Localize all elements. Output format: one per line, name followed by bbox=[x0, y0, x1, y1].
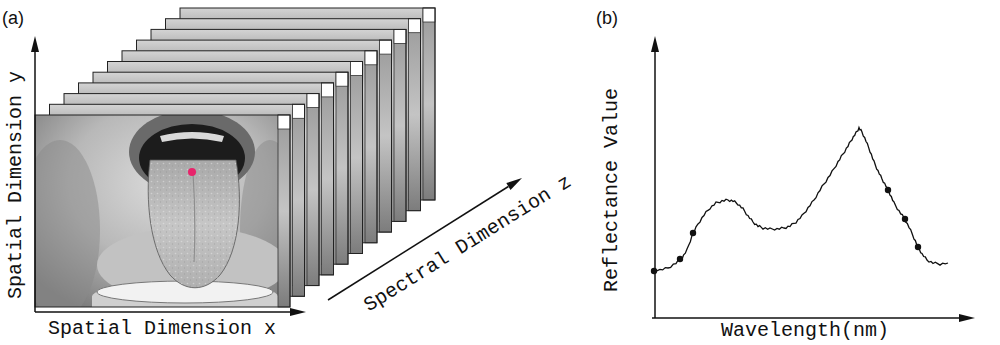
arrow-head bbox=[506, 178, 522, 190]
frame-strip bbox=[380, 40, 392, 232]
frame-strip-marker bbox=[336, 72, 348, 86]
frame-strip-marker bbox=[394, 29, 406, 43]
frame-strip bbox=[351, 62, 363, 254]
frame-strip-marker bbox=[409, 19, 421, 33]
frame-strip bbox=[336, 72, 348, 264]
frame-strip-marker bbox=[293, 104, 305, 118]
axes bbox=[31, 36, 522, 316]
arrow-head bbox=[31, 36, 39, 52]
axis-line bbox=[652, 317, 961, 319]
spectrum-line bbox=[652, 127, 948, 272]
teeth bbox=[160, 132, 224, 142]
frame-strip-marker bbox=[423, 8, 435, 22]
frame-strip-marker bbox=[380, 40, 392, 54]
arrow-head bbox=[290, 308, 306, 316]
axis-label: Spatial Dimension y bbox=[6, 71, 26, 299]
frame-strip-marker bbox=[307, 94, 319, 108]
axes bbox=[651, 36, 975, 322]
frame-strip bbox=[423, 8, 435, 200]
axis-label: Wavelength(nm) bbox=[721, 321, 889, 341]
axis-line bbox=[34, 50, 36, 312]
sample-dot bbox=[915, 244, 921, 250]
frame-strip-marker bbox=[322, 83, 334, 97]
frame-strip bbox=[365, 51, 377, 243]
arrow-head bbox=[651, 36, 659, 52]
axis-line bbox=[654, 50, 656, 318]
frame-strip-marker bbox=[365, 51, 377, 65]
sample-dot bbox=[651, 268, 657, 274]
front-frame bbox=[20, 110, 300, 320]
panel-label: (a) bbox=[2, 9, 24, 27]
tongue-texture bbox=[148, 160, 239, 288]
arrow-head bbox=[959, 314, 975, 322]
frame-strip bbox=[322, 83, 334, 275]
axis-label: Reflectance Value bbox=[602, 88, 622, 292]
frame-strip bbox=[293, 104, 305, 296]
frame-strip bbox=[409, 19, 421, 211]
axis-label: Spatial Dimension x bbox=[48, 319, 276, 339]
frame-strip-marker bbox=[351, 62, 363, 76]
face-shadow bbox=[35, 140, 100, 307]
spectrum-curve bbox=[651, 127, 948, 274]
frame-strip bbox=[307, 94, 319, 286]
tongue bbox=[148, 160, 239, 288]
sample-dot bbox=[885, 187, 891, 193]
sample-dot bbox=[677, 256, 683, 262]
frame-strip bbox=[394, 29, 406, 221]
sample-dot bbox=[690, 230, 696, 236]
axis-label: Spectral Dimension z bbox=[361, 172, 575, 316]
frame-strip bbox=[278, 115, 290, 307]
sample-dot bbox=[902, 216, 908, 222]
sample-point bbox=[188, 168, 196, 176]
panel-label: (b) bbox=[596, 9, 618, 27]
tongue-groove bbox=[193, 172, 195, 262]
frame-border bbox=[35, 115, 290, 307]
axis-line bbox=[35, 311, 292, 313]
frame-strip-marker bbox=[278, 115, 290, 129]
